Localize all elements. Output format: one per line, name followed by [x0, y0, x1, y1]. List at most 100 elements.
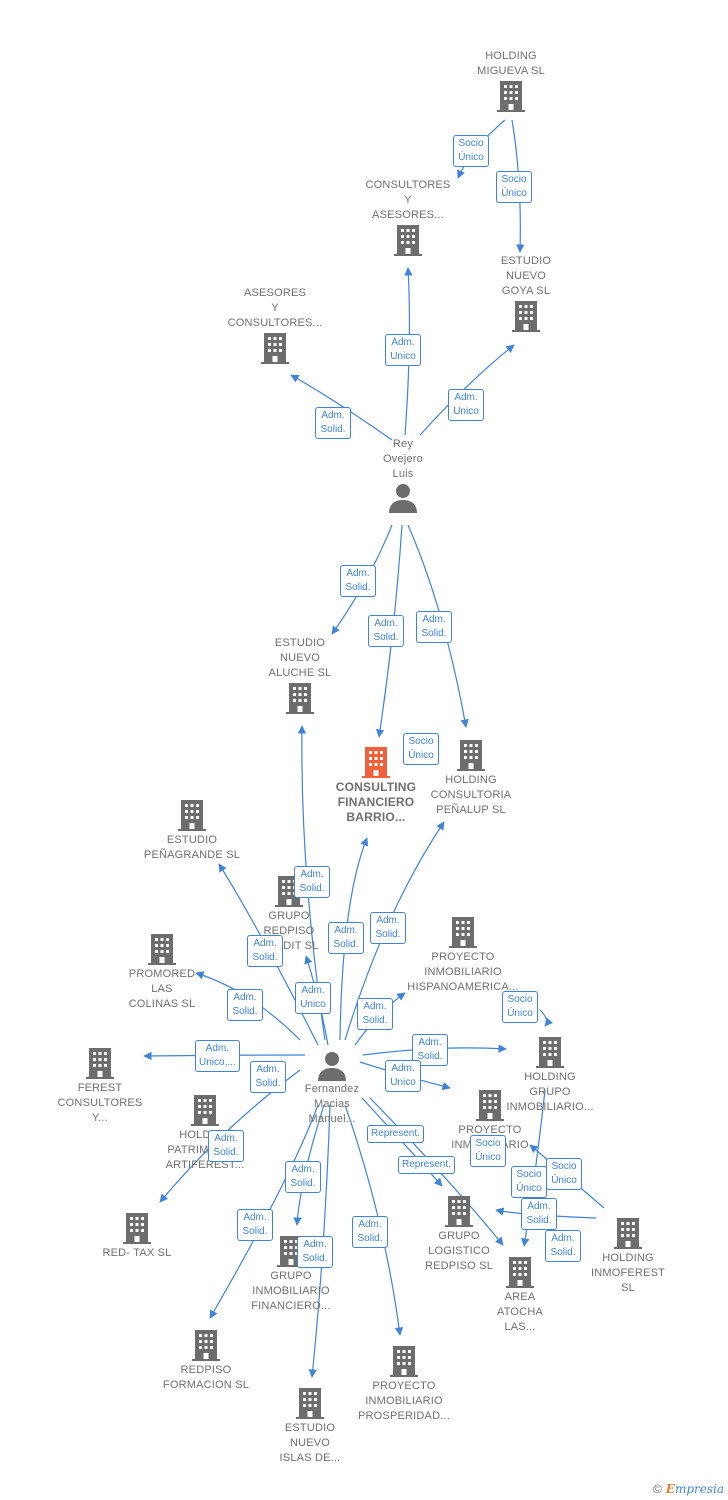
- node-label: Rey Ovejero Luis: [383, 438, 423, 480]
- edge-label[interactable]: Adm. Solid.: [340, 565, 376, 597]
- edge-line: [361, 1097, 443, 1187]
- node-proyecto-prosperidad[interactable]: PROYECTO INMOBILIARIO PROSPERIDAD...: [344, 1343, 464, 1424]
- node-label: HOLDING GRUPO INMOBILIARIO...: [506, 1071, 594, 1113]
- person-icon: [318, 1052, 346, 1081]
- node-label: RED- TAX SL: [102, 1247, 172, 1259]
- node-rey-ovejero[interactable]: Rey Ovejero Luis: [343, 437, 463, 514]
- edge-label[interactable]: Socio Único: [403, 733, 439, 765]
- node-label: Fernandez Macias Manuel...: [304, 1083, 360, 1125]
- building-icon: [296, 1388, 324, 1419]
- building-icon: [512, 301, 540, 332]
- node-holding-grupo-inmob[interactable]: HOLDING GRUPO INMOBILIARIO...: [490, 1034, 610, 1115]
- building-icon: [86, 1048, 114, 1079]
- building-icon: [445, 1196, 473, 1227]
- node-label: AREA ATOCHA LAS...: [496, 1291, 544, 1333]
- node-label: ESTUDIO NUEVO ALUCHE SL: [268, 637, 332, 679]
- edge-label[interactable]: Adm. Solid.: [227, 989, 263, 1021]
- edge-label[interactable]: Represent.: [398, 1156, 455, 1174]
- node-label: PROYECTO INMOBILIARIO PROSPERIDAD...: [357, 1380, 451, 1422]
- building-icon: [497, 81, 525, 112]
- edge-label[interactable]: Adm. Unico: [448, 389, 484, 421]
- building-icon: [390, 1346, 418, 1377]
- edge-label[interactable]: Adm. Solid.: [357, 998, 393, 1030]
- edge-label[interactable]: Socio Único: [502, 991, 538, 1023]
- node-estudio-nuevo-goya[interactable]: ESTUDIO NUEVO GOYA SL: [466, 254, 586, 333]
- node-promored[interactable]: PROMORED LAS COLINAS SL: [102, 931, 222, 1012]
- node-asesores-consultores[interactable]: ASESORES Y CONSULTORES...: [215, 286, 335, 365]
- edge-label[interactable]: Socio Único: [546, 1158, 582, 1190]
- edge-label[interactable]: Socio Único: [511, 1166, 547, 1198]
- building-icon: [286, 683, 314, 714]
- edge-label[interactable]: Adm. Unico: [385, 1060, 421, 1092]
- edge-label[interactable]: Adm. Solid.: [285, 1161, 321, 1193]
- edge-line: [419, 344, 515, 436]
- node-area-atocha[interactable]: AREA ATOCHA LAS...: [460, 1254, 580, 1335]
- edge-label[interactable]: Adm. Solid.: [297, 1236, 333, 1268]
- building-icon: [178, 800, 206, 831]
- edge-label[interactable]: Adm. Solid.: [294, 866, 330, 898]
- edge-label[interactable]: Adm. Solid.: [352, 1216, 388, 1248]
- node-label: HOLDING INMOFEREST SL: [590, 1252, 666, 1294]
- node-label: HOLDING CONSULTORIA PEÑALUP SL: [430, 774, 512, 816]
- node-label: ASESORES Y CONSULTORES...: [227, 287, 323, 329]
- node-estudio-nuevo-aluche[interactable]: ESTUDIO NUEVO ALUCHE SL: [240, 636, 360, 715]
- edge-label[interactable]: Adm. Solid.: [250, 1061, 286, 1093]
- edge-label[interactable]: Adm. Solid.: [247, 935, 283, 967]
- edge-label[interactable]: Adm. Solid.: [237, 1209, 273, 1241]
- edge-label[interactable]: Adm. Solid.: [370, 912, 406, 944]
- edge-label[interactable]: Represent.: [367, 1125, 424, 1143]
- edge-label[interactable]: Adm. Solid.: [545, 1230, 581, 1262]
- edge-label[interactable]: Adm. Solid.: [328, 922, 364, 954]
- edge-line: [369, 1097, 504, 1246]
- building-icon: [476, 1090, 504, 1121]
- edge-label[interactable]: Socio Único: [453, 135, 489, 167]
- node-estudio-penagrande[interactable]: ESTUDIO PEÑAGRANDE SL: [132, 797, 252, 863]
- edge-label[interactable]: Adm. Solid.: [368, 615, 404, 647]
- node-red-tax[interactable]: RED- TAX SL: [77, 1210, 197, 1261]
- node-grupo-logistico[interactable]: GRUPO LOGISTICO REDPISO SL: [399, 1193, 519, 1274]
- building-icon: [277, 1236, 305, 1267]
- node-label: REDPISO FORMACION SL: [162, 1364, 250, 1391]
- edge-label[interactable]: Adm. Unico,...: [195, 1040, 240, 1072]
- edge-label[interactable]: Socio Único: [496, 171, 532, 203]
- building-icon: [614, 1218, 642, 1249]
- building-icon: [148, 934, 176, 965]
- edge-label[interactable]: Adm. Unico: [295, 982, 331, 1014]
- edge-label[interactable]: Adm. Solid.: [315, 407, 351, 439]
- node-label: ESTUDIO PEÑAGRANDE SL: [143, 834, 241, 861]
- node-label: ESTUDIO NUEVO GOYA SL: [500, 255, 552, 297]
- node-consulting-financiero[interactable]: CONSULTING FINANCIERO BARRIO...: [316, 744, 436, 825]
- node-holding-patrim[interactable]: HOLDING PATRIMONIAL ARTIFEREST...: [145, 1092, 265, 1173]
- copyright-symbol: ©: [652, 1482, 662, 1496]
- building-icon: [261, 333, 289, 364]
- node-redpiso-formacion[interactable]: REDPISO FORMACION SL: [146, 1327, 266, 1393]
- node-label: HOLDING MIGUEVA SL: [477, 50, 545, 77]
- edge-label[interactable]: Socio Único: [470, 1135, 506, 1167]
- edge-label[interactable]: Adm. Solid.: [416, 611, 452, 643]
- edge-line: [209, 1104, 319, 1319]
- node-estudio-islas[interactable]: ESTUDIO NUEVO ISLAS DE...: [250, 1385, 370, 1466]
- building-icon: [362, 747, 390, 778]
- node-holding-consultoria[interactable]: HOLDING CONSULTORIA PEÑALUP SL: [411, 737, 531, 818]
- node-label: HOLDING PATRIMONIAL ARTIFEREST...: [165, 1129, 245, 1171]
- building-icon: [457, 740, 485, 771]
- footer-brand: ©Empresia: [653, 1482, 724, 1496]
- node-consultores-asesores[interactable]: CONSULTORES Y ASESORES...: [348, 178, 468, 257]
- building-icon: [449, 917, 477, 948]
- edge-label[interactable]: Adm. Unico: [385, 334, 421, 366]
- building-icon: [191, 1095, 219, 1126]
- building-icon: [536, 1037, 564, 1068]
- edge-label[interactable]: Adm. Solid.: [208, 1130, 244, 1162]
- building-icon: [192, 1330, 220, 1361]
- node-holding-migueva[interactable]: HOLDING MIGUEVA SL: [451, 49, 571, 113]
- edge-line: [539, 1009, 554, 1027]
- node-holding-inmoferest[interactable]: HOLDING INMOFEREST SL: [568, 1215, 688, 1296]
- node-label: CONSULTING FINANCIERO BARRIO...: [335, 780, 417, 824]
- node-fernandez[interactable]: Fernandez Macias Manuel...: [272, 1050, 392, 1127]
- node-grupo-inmob-fin[interactable]: GRUPO INMOBILIARIO FINANCIERO...: [231, 1233, 351, 1314]
- node-label: GRUPO INMOBILIARIO FINANCIERO...: [251, 1270, 331, 1312]
- node-proyecto-hispano[interactable]: PROYECTO INMOBILIARIO HISPANOAMERICA...: [403, 914, 523, 995]
- brand-logo-text: mpresia: [674, 1482, 724, 1496]
- node-ferest[interactable]: FEREST CONSULTORES Y...: [40, 1045, 160, 1126]
- edge-label[interactable]: Adm. Solid.: [521, 1198, 557, 1230]
